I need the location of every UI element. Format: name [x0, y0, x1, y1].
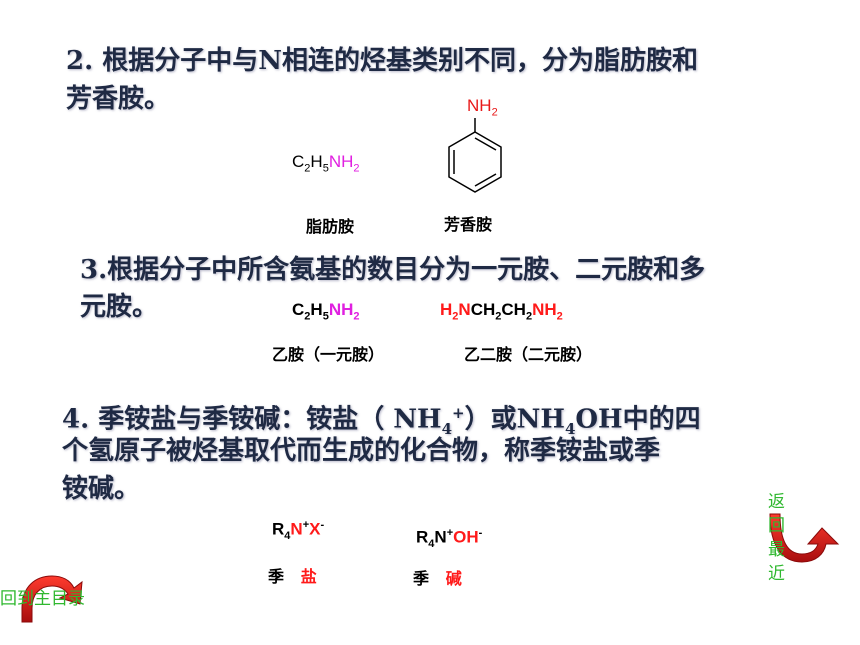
curved-arrow-icon [769, 513, 840, 563]
quaternary-base-label: 季 碱 [413, 569, 462, 588]
diamine-label: 乙二胺（二元胺） [464, 345, 593, 364]
section-4-line-1: 4. 季铵盐与季铵碱：铵盐（ NH4+）或NH4OH中的四 [62, 404, 701, 438]
curved-arrow-icon [21, 575, 83, 623]
quaternary-salt-label: 季 盐 [268, 567, 317, 586]
aliphatic-amine-formula: C2H5NH2 [292, 152, 360, 175]
section-3-line-1: 3.根据分子中所含氨基的数目分为一元胺、二元胺和多 [80, 255, 706, 285]
quaternary-salt-formula: R4N+X- [272, 519, 325, 543]
section-3-line-2: 元胺。 [80, 292, 159, 322]
ethylenediamine-formula: H2NCH2CH2NH2 [440, 300, 563, 323]
ethylamine-formula: C2H5NH2 [292, 300, 360, 323]
section-4-line-2: 个氢原子被烃基取代而生成的化合物，称季铵盐或季 [62, 436, 661, 466]
back-to-main-menu-label: 回到主目录 [0, 589, 85, 609]
section-4-line-3: 铵碱。 [62, 474, 141, 504]
aromatic-amine-label: 芳香胺 [444, 215, 493, 234]
aliphatic-amine-label: 脂肪胺 [306, 217, 355, 236]
back-to-recent-button[interactable]: 返 回 最 近 [760, 488, 844, 594]
quaternary-base-formula: R4N+OH- [416, 527, 483, 551]
section-2-line-1: 2. 根据分子中与N相连的烃基类别不同，分为脂肪胺和 [66, 46, 698, 76]
section-2-line-2: 芳香胺。 [66, 84, 171, 114]
back-to-recent-label: 返 回 最 近 [768, 492, 785, 584]
aniline-amine-group: NH2 [467, 96, 498, 119]
back-to-main-menu-button[interactable]: 回到主目录 [0, 566, 112, 626]
monoamine-label: 乙胺（一元胺） [272, 345, 385, 364]
benzene-ring-icon [448, 118, 502, 193]
